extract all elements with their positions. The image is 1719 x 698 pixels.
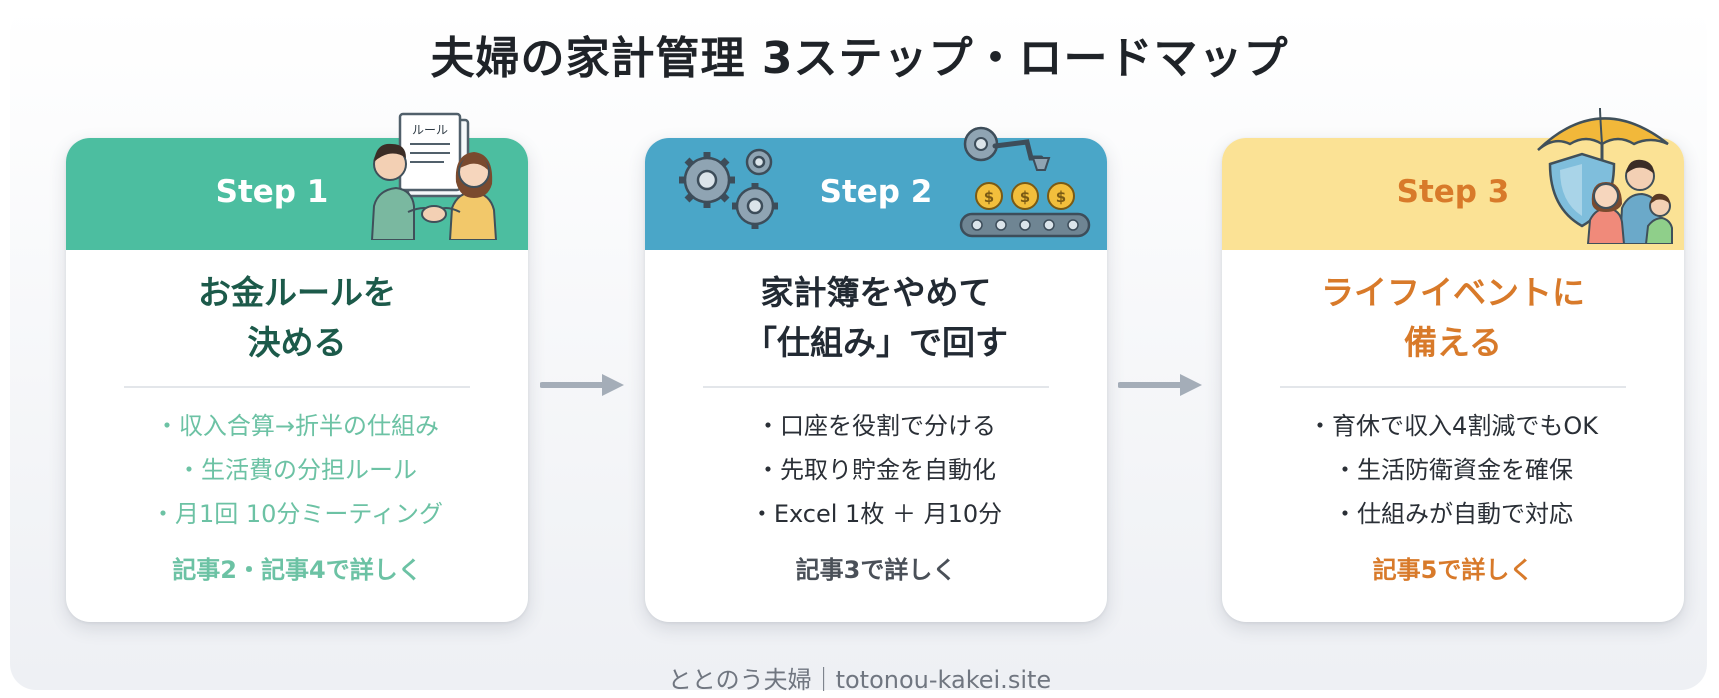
list-item: ・Excel 1枚 ＋ 月10分 — [749, 500, 1003, 528]
step-2-title-line-2: 「仕組み」で回す — [744, 323, 1008, 362]
step-3-title-line-1: ライフイベントに — [1321, 273, 1585, 312]
step-2-divider — [703, 386, 1049, 388]
list-item: ・収入合算→折半の仕組み — [154, 412, 440, 440]
list-item: ・生活防衛資金を確保 — [1333, 456, 1573, 484]
step-2-article-link[interactable]: 記事3で詳しく — [795, 556, 957, 584]
step-1-article-link[interactable]: 記事2・記事4で詳しく — [172, 556, 422, 584]
step-1-points: ・収入合算→折半の仕組み ・生活費の分担ルール ・月1回 10分ミーティング — [66, 404, 528, 536]
coin-symbol: $ — [1020, 188, 1030, 206]
step-3-points: ・育休で収入4割減でもOK ・生活防衛資金を確保 ・仕組みが自動で対応 — [1222, 404, 1684, 536]
step-2-title: 家計簿をやめて 「仕組み」で回す — [645, 268, 1107, 368]
step-2-card: Step 2 家計簿をやめて 「仕組み」で回す ・口座を役割で分ける ・先取り貯… — [645, 138, 1107, 622]
step-1-divider — [124, 386, 470, 388]
page-title: 夫婦の家計管理 3ステップ・ロードマップ — [430, 33, 1289, 84]
coin-symbol: $ — [1056, 188, 1066, 206]
step-1-title: お金ルールを 決める — [66, 268, 528, 368]
step-3-label: Step 3 — [1396, 174, 1510, 210]
conveyor-coins-icon: $ $ $ — [959, 126, 1091, 238]
arrow-right-icon — [1118, 374, 1202, 396]
list-item: ・先取り貯金を自動化 — [756, 456, 996, 484]
step-2-label: Step 2 — [819, 174, 933, 210]
list-item: ・口座を役割で分ける — [756, 412, 996, 440]
footer-credit[interactable]: ととのう夫婦｜totonou-kakei.site — [667, 666, 1052, 694]
step-2-title-line-1: 家計簿をやめて — [760, 273, 992, 312]
step-1-title-line-1: お金ルールを — [198, 273, 396, 312]
family-umbrella-shield-icon — [1537, 107, 1673, 244]
gears-icon — [679, 148, 778, 229]
list-item: ・仕組みが自動で対応 — [1333, 500, 1573, 528]
step-3-title: ライフイベントに 備える — [1222, 268, 1684, 368]
list-item: ・育休で収入4割減でもOK — [1308, 412, 1598, 440]
list-item: ・生活費の分担ルール — [177, 456, 417, 484]
step-3-divider — [1280, 386, 1626, 388]
couple-handshake-rules-icon: ルール — [370, 112, 498, 240]
arrow-right-icon — [540, 374, 624, 396]
step-3-title-line-2: 備える — [1403, 323, 1502, 362]
step-2-points: ・口座を役割で分ける ・先取り貯金を自動化 ・Excel 1枚 ＋ 月10分 — [645, 404, 1107, 536]
step-1-label: Step 1 — [215, 174, 329, 210]
step-3-article-link[interactable]: 記事5で詳しく — [1372, 556, 1534, 584]
step-1-title-line-2: 決める — [247, 323, 347, 362]
coin-symbol: $ — [984, 188, 994, 206]
list-item: ・月1回 10分ミーティング — [151, 500, 443, 528]
rule-doc-label: ルール — [412, 123, 448, 137]
